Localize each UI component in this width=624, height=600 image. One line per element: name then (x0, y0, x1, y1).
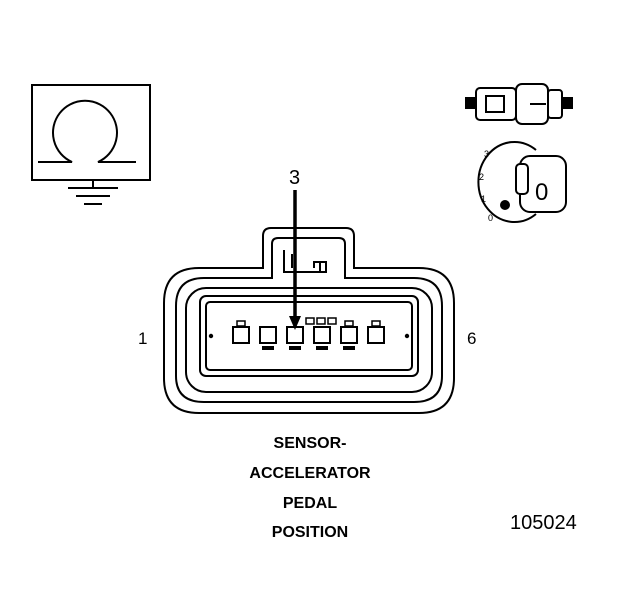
terminal-tab-6 (371, 320, 381, 327)
key-position-0: 0 (488, 213, 493, 223)
key-position-marker (500, 200, 510, 210)
terminal-bar-4 (316, 346, 328, 350)
omega-ground-symbol (31, 84, 151, 205)
cavity-dot-left (208, 333, 214, 339)
pin-label-left: 1 (138, 329, 147, 348)
terminal-1 (232, 326, 250, 344)
callout-number: 3 (289, 167, 300, 189)
key-position-2: 2 (479, 172, 484, 182)
terminal-bars (262, 346, 355, 350)
pin-label-right: 6 (467, 329, 476, 348)
callout-arrow-head (289, 316, 301, 330)
terminal-bar-5 (343, 346, 355, 350)
male-housing (475, 87, 517, 121)
caption-line-2: ACCELERATOR (249, 465, 371, 482)
caption-line-3: PEDAL (283, 495, 337, 512)
callout-arrow (289, 190, 301, 330)
connector-outer-shell (163, 227, 455, 414)
terminal-cavity-inner (205, 301, 413, 371)
locking-tab (283, 250, 327, 273)
terminal-2 (259, 326, 277, 344)
omega-glyph (38, 99, 136, 163)
connector-seal (185, 287, 433, 393)
terminal-4 (313, 326, 331, 344)
terminal-5 (340, 326, 358, 344)
key-label: 0 (535, 179, 548, 206)
wire-stub-right (561, 97, 573, 109)
terminal-cavity-frame (199, 295, 419, 377)
key-switch-symbol (477, 141, 567, 223)
terminal-tabs (236, 317, 381, 327)
latch-window-1 (305, 317, 315, 325)
terminal-tab-5 (344, 320, 354, 327)
key-position-1: 1 (481, 194, 486, 204)
key-position-3: 3 (484, 149, 489, 159)
caption-line-4: POSITION (272, 524, 348, 541)
terminal-tab-1 (236, 320, 246, 327)
caption-line-1: SENSOR- (274, 435, 347, 452)
latch-window-2 (316, 317, 326, 325)
key-slot (515, 163, 529, 195)
terminal-row (232, 326, 385, 344)
wire-stub-left (465, 97, 477, 109)
male-latch (485, 95, 505, 113)
connector-side-view (465, 83, 573, 125)
terminal-bar-2 (262, 346, 274, 350)
terminal-bar-3 (289, 346, 301, 350)
cavity-dot-right (404, 333, 410, 339)
female-boot (547, 89, 563, 119)
terminal-6 (367, 326, 385, 344)
connector-face (163, 227, 455, 414)
latch-window-3 (327, 317, 337, 325)
figure-id: 105024 (510, 512, 577, 534)
symbol-frame (31, 84, 151, 181)
connector-inner-shell (175, 237, 443, 403)
